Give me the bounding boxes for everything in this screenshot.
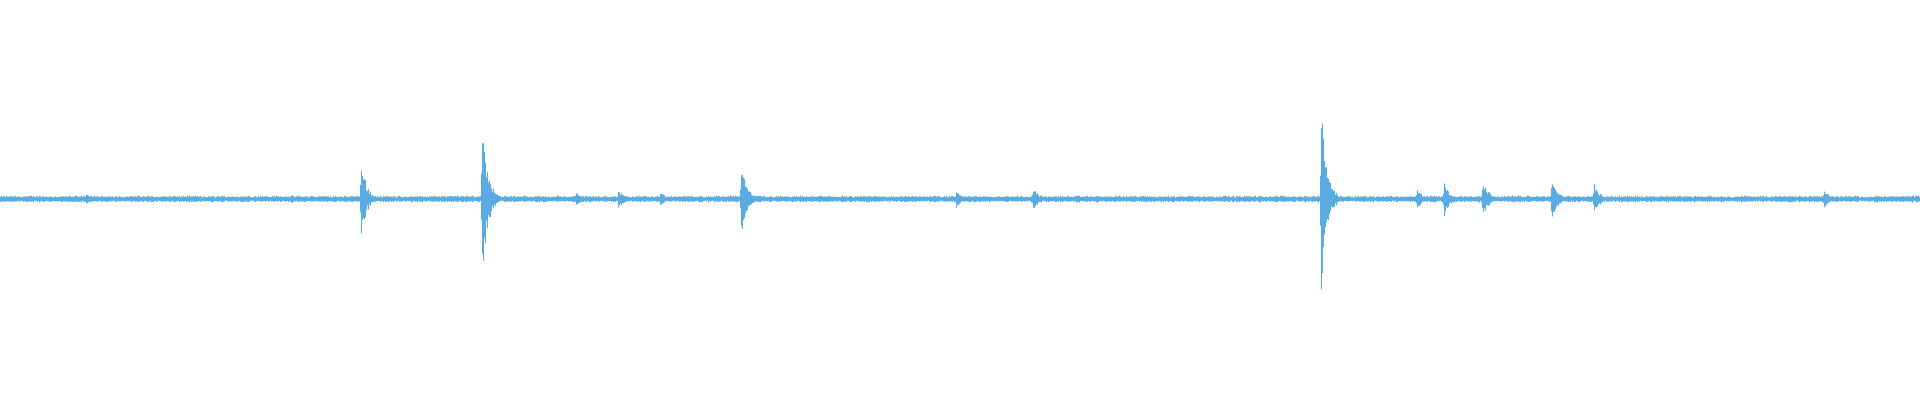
waveform-trace bbox=[0, 123, 1920, 290]
